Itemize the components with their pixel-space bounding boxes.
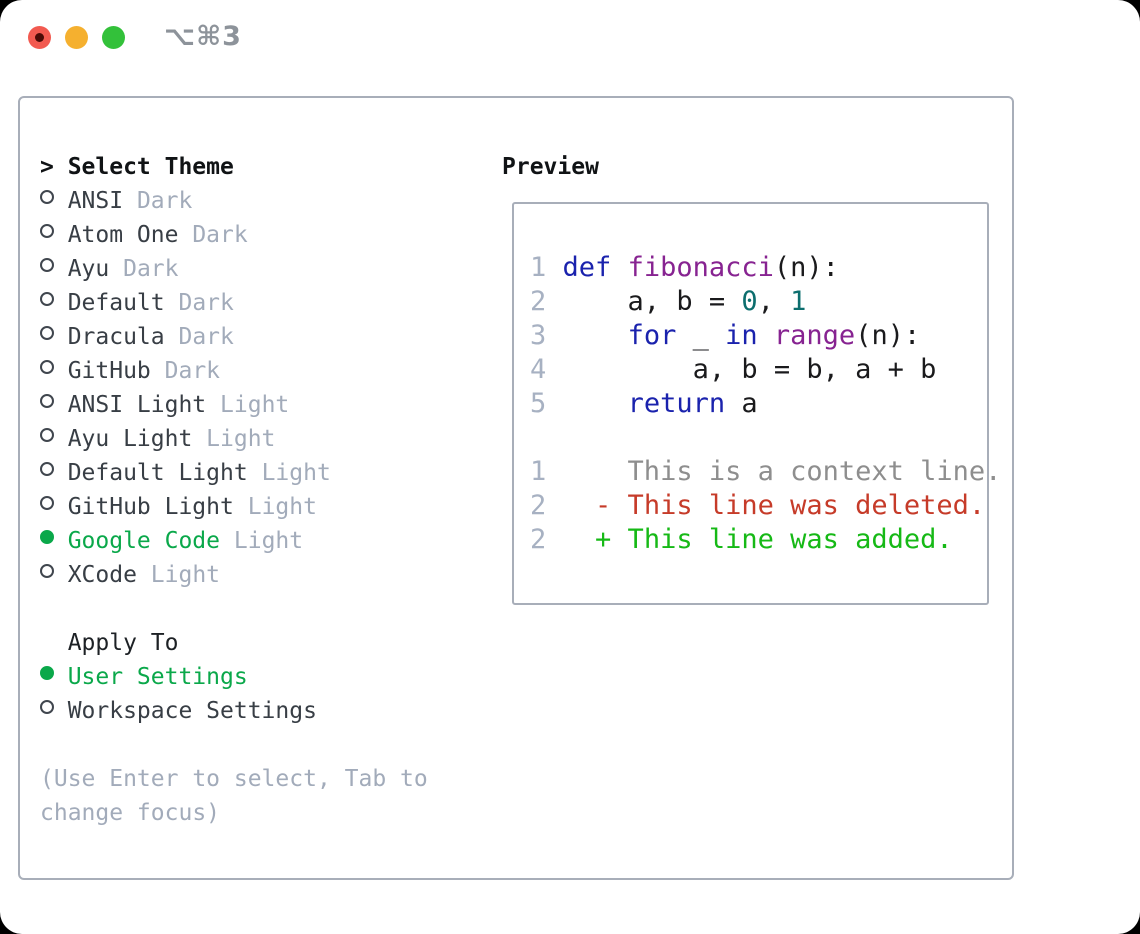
line-number: 1: [530, 252, 547, 283]
theme-variant: Light: [150, 562, 221, 588]
theme-variant: Light: [261, 460, 331, 486]
theme-variant: Light: [233, 528, 304, 554]
line-number: 2: [530, 286, 547, 317]
theme-name: Atom One: [67, 222, 179, 248]
radio-selected-icon: [40, 525, 54, 548]
theme-option-ansi-dark[interactable]: ANSI Dark: [40, 184, 428, 218]
line-number: 4: [530, 354, 547, 385]
radio-icon: [40, 559, 54, 582]
theme-variant: Dark: [178, 324, 234, 350]
spacer: [40, 728, 428, 762]
theme-option-ayu-dark[interactable]: Ayu Dark: [40, 252, 428, 286]
theme-name: GitHub Light: [67, 494, 234, 520]
cursor-icon: >: [40, 154, 54, 180]
theme-variant: Light: [247, 494, 317, 520]
radio-icon: [40, 219, 54, 242]
help-text-line-2: change focus): [40, 800, 221, 826]
theme-name: Ayu Light: [67, 426, 193, 452]
code-line: 5 return a: [530, 388, 758, 419]
window-title: ⌥⌘3: [164, 21, 242, 52]
theme-option-default-dark[interactable]: Default Dark: [40, 286, 428, 320]
minimize-button[interactable]: [65, 26, 88, 49]
code-line: 1 This is a context line.: [530, 456, 1002, 487]
theme-option-ayu-light-light[interactable]: Ayu Light Light: [40, 422, 428, 456]
line-number: 3: [530, 320, 547, 351]
code-line: 3 for _ in range(n):: [530, 320, 921, 351]
spacer: [40, 592, 428, 626]
line-number: 5: [530, 388, 547, 419]
code-line: 2 - This line was deleted.: [530, 490, 986, 521]
apply-option-workspace-settings[interactable]: Workspace Settings: [40, 694, 428, 728]
radio-icon: [40, 457, 54, 480]
apply-option-label: Workspace Settings: [67, 698, 317, 724]
close-dot-icon: [35, 33, 44, 42]
theme-option-google-code-light[interactable]: Google Code Light: [40, 524, 428, 558]
apply-option-label: User Settings: [67, 664, 248, 690]
theme-name: Default Light: [67, 460, 248, 486]
theme-option-dracula-dark[interactable]: Dracula Dark: [40, 320, 428, 354]
radio-icon: [40, 695, 54, 718]
theme-variant: Dark: [178, 290, 234, 316]
theme-name: ANSI Light: [67, 392, 207, 418]
theme-name: GitHub: [67, 358, 151, 384]
theme-variant: Dark: [123, 256, 179, 282]
radio-icon: [40, 287, 54, 310]
help-text-line-1: (Use Enter to select, Tab to: [40, 766, 428, 792]
theme-variant: Dark: [164, 358, 221, 384]
radio-icon: [40, 321, 54, 344]
apply-to-title: Apply To: [67, 630, 179, 656]
apply-to-header: Apply To: [40, 626, 428, 660]
theme-variant: Light: [220, 392, 290, 418]
line-number: 2: [530, 490, 547, 521]
code-line: 2 a, b = 0, 1: [530, 286, 807, 317]
theme-name: Default: [67, 290, 165, 316]
radio-icon: [40, 389, 54, 412]
radio-icon: [40, 423, 54, 446]
select-theme-header: > Select Theme: [40, 150, 428, 184]
theme-variant: Light: [206, 426, 276, 452]
theme-name: ANSI: [67, 188, 124, 214]
line-number: 2: [530, 524, 547, 555]
theme-variant: Dark: [192, 222, 248, 248]
theme-option-atom-one-dark[interactable]: Atom One Dark: [40, 218, 428, 252]
code-line: 4 a, b = b, a + b: [530, 354, 937, 385]
theme-name: XCode: [67, 562, 137, 588]
theme-option-github-dark[interactable]: GitHub Dark: [40, 354, 428, 388]
radio-icon: [40, 253, 54, 276]
theme-option-ansi-light-light[interactable]: ANSI Light Light: [40, 388, 428, 422]
radio-icon: [40, 185, 54, 208]
theme-option-xcode-light[interactable]: XCode Light: [40, 558, 428, 592]
theme-name: Google Code: [67, 528, 221, 554]
code-line: 1 def fibonacci(n):: [530, 252, 839, 283]
code-line: [530, 421, 987, 455]
theme-name: Ayu: [67, 256, 110, 282]
select-theme-title: Select Theme: [67, 154, 234, 180]
theme-variant: Dark: [136, 188, 193, 214]
apply-option-user-settings[interactable]: User Settings: [40, 660, 428, 694]
zoom-button[interactable]: [102, 26, 125, 49]
code-line: 2 + This line was added.: [530, 524, 953, 555]
radio-icon: [40, 355, 54, 378]
line-number: 1: [530, 456, 547, 487]
radio-selected-icon: [40, 661, 54, 684]
close-button[interactable]: [28, 26, 51, 49]
radio-icon: [40, 491, 54, 514]
theme-option-default-light-light[interactable]: Default Light Light: [40, 456, 428, 490]
theme-name: Dracula: [67, 324, 165, 350]
theme-option-github-light-light[interactable]: GitHub Light Light: [40, 490, 428, 524]
preview-title: Preview: [502, 154, 599, 180]
